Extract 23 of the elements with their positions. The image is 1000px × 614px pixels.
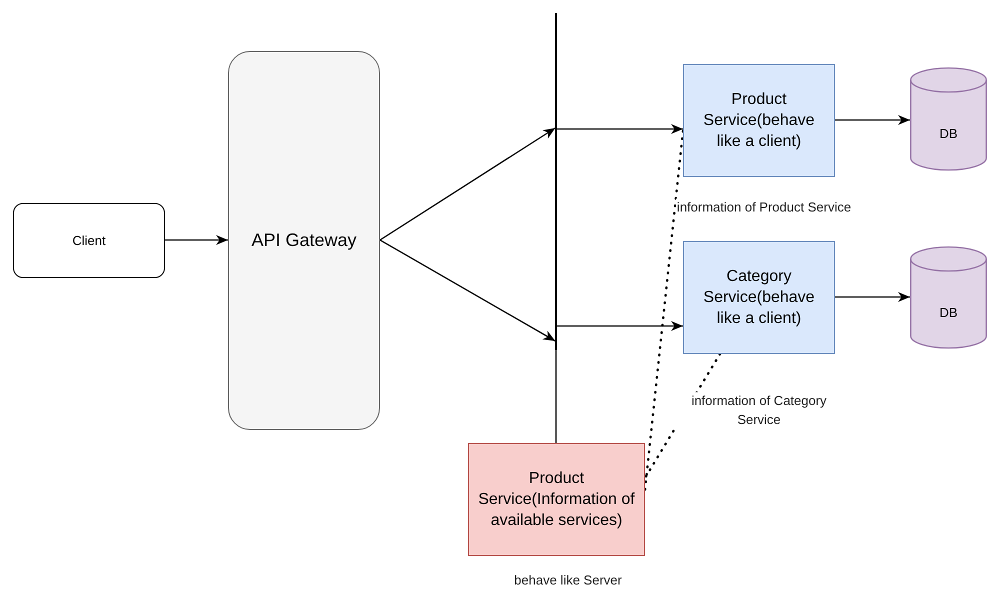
arrow	[380, 127, 556, 241]
gateway-box	[228, 51, 380, 430]
connector-line	[555, 350, 557, 443]
arrow	[556, 321, 683, 331]
node-label: API Gateway	[251, 228, 357, 252]
arrow	[835, 292, 910, 302]
node-label: Category Service(behave like a client)	[702, 266, 816, 330]
node-label: Product Service(behave like a client)	[702, 90, 816, 152]
registry-box	[468, 443, 645, 556]
dotted-connector	[644, 130, 684, 492]
service-box	[683, 241, 835, 354]
arrow	[835, 115, 910, 125]
node-label: Product Service(Information of available services)	[477, 468, 636, 532]
node-label: DB	[939, 304, 958, 322]
arrow	[165, 235, 228, 245]
service-box	[683, 64, 835, 177]
node-label: Client	[72, 232, 106, 250]
node-caption: behave like Server	[514, 572, 622, 588]
node-label: DB	[939, 125, 958, 143]
bus-line	[555, 13, 557, 350]
client-box	[13, 203, 165, 278]
arrow	[380, 239, 556, 342]
arrow	[556, 124, 683, 134]
